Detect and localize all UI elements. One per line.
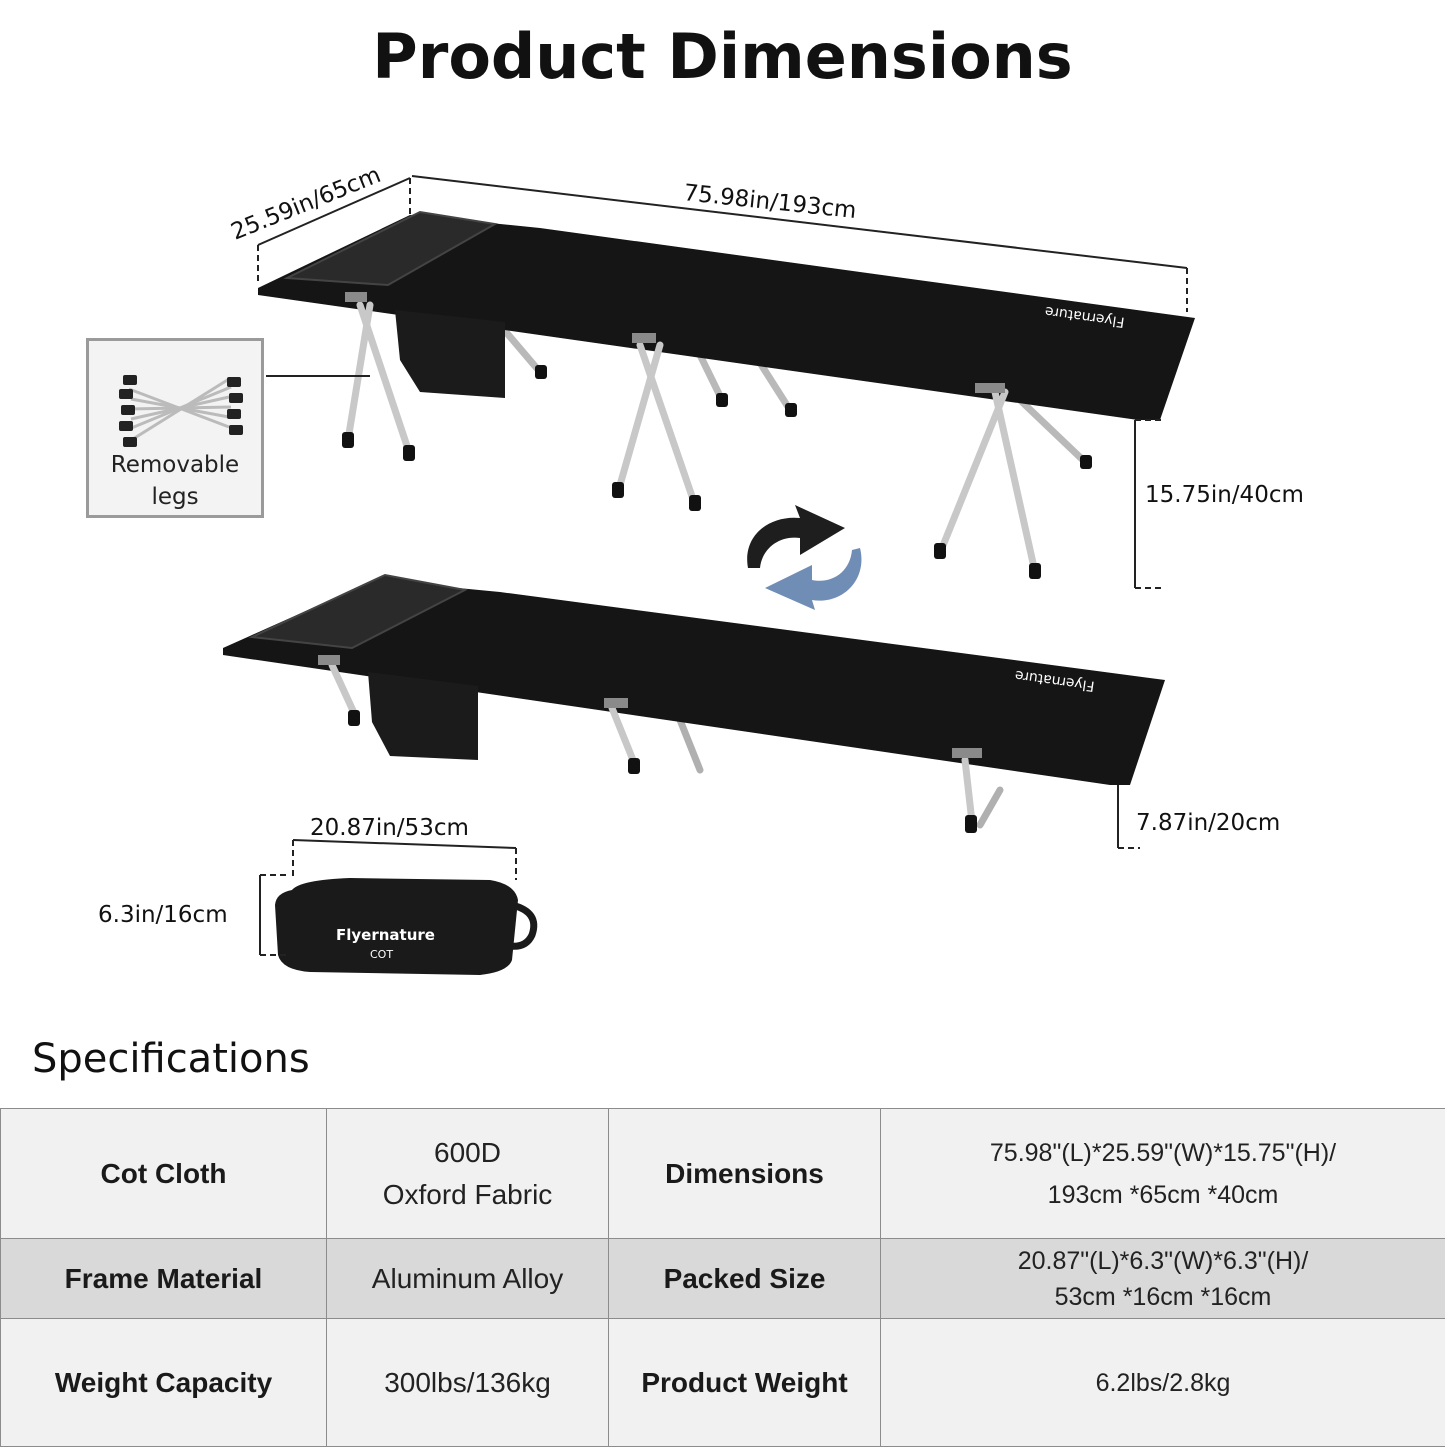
removable-legs-label: Removable legs bbox=[89, 449, 261, 513]
spec-key: Dimensions bbox=[609, 1109, 881, 1239]
removable-legs-inset: Removable legs bbox=[86, 338, 264, 518]
legs-bundle-image bbox=[89, 349, 261, 459]
dimension-width-label: 25.59in/65cm bbox=[228, 162, 385, 246]
low-cot: Flyernature bbox=[223, 575, 1165, 833]
page-title: Product Dimensions bbox=[0, 20, 1445, 93]
carry-bag: Flyernature COT bbox=[275, 878, 534, 975]
spec-value: 6.2lbs/2.8kg bbox=[881, 1319, 1445, 1447]
specifications-heading: Specifications bbox=[32, 1036, 310, 1082]
spec-value: 600D Oxford Fabric bbox=[327, 1109, 609, 1239]
table-row: Cot Cloth 600D Oxford Fabric Dimensions … bbox=[1, 1109, 1445, 1239]
spec-value: Aluminum Alloy bbox=[327, 1239, 609, 1319]
spec-key: Cot Cloth bbox=[1, 1109, 327, 1239]
product-illustration: Flyernature bbox=[0, 110, 1445, 1010]
table-row: Weight Capacity 300lbs/136kg Product Wei… bbox=[1, 1319, 1445, 1447]
swap-arrows-icon bbox=[747, 505, 861, 610]
spec-value: 75.98"(L)*25.59"(W)*15.75"(H)/ 193cm *65… bbox=[881, 1109, 1445, 1239]
dimension-high-height-label: 15.75in/40cm bbox=[1145, 482, 1304, 508]
dimension-low-height-label: 7.87in/20cm bbox=[1136, 810, 1280, 836]
spec-key: Packed Size bbox=[609, 1239, 881, 1319]
dimension-bag-height-label: 6.3in/16cm bbox=[98, 902, 228, 928]
high-cot: Flyernature bbox=[258, 212, 1195, 579]
dimension-bag-length-label: 20.87in/53cm bbox=[310, 815, 469, 841]
spec-key: Product Weight bbox=[609, 1319, 881, 1447]
bag-text: COT bbox=[370, 948, 393, 961]
bag-brand-logo: Flyernature bbox=[336, 926, 435, 944]
spec-key: Weight Capacity bbox=[1, 1319, 327, 1447]
specifications-table: Cot Cloth 600D Oxford Fabric Dimensions … bbox=[0, 1108, 1445, 1447]
table-row: Frame Material Aluminum Alloy Packed Siz… bbox=[1, 1239, 1445, 1319]
spec-key: Frame Material bbox=[1, 1239, 327, 1319]
spec-value: 20.87"(L)*6.3"(W)*6.3"(H)/ 53cm *16cm *1… bbox=[881, 1239, 1445, 1319]
spec-value: 300lbs/136kg bbox=[327, 1319, 609, 1447]
